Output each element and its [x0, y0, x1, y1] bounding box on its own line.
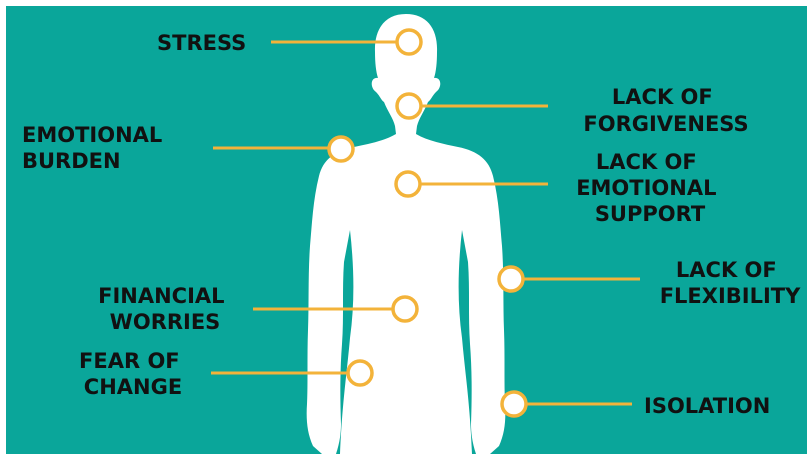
label-isolation: ISOLATION [644, 394, 770, 418]
marker-stress [397, 30, 421, 54]
marker-lack-of-flexibility [499, 267, 523, 291]
marker-emotional-burden [329, 137, 353, 161]
marker-isolation [502, 392, 526, 416]
marker-lack-of-forgiveness [397, 94, 421, 118]
marker-financial-worries [393, 297, 417, 321]
label-stress: STRESS [157, 31, 246, 55]
label-lack-of-emotional-support: LACK OF EMOTIONAL SUPPORT [576, 150, 724, 226]
marker-fear-of-change [348, 361, 372, 385]
marker-lack-of-emotional-support [396, 172, 420, 196]
